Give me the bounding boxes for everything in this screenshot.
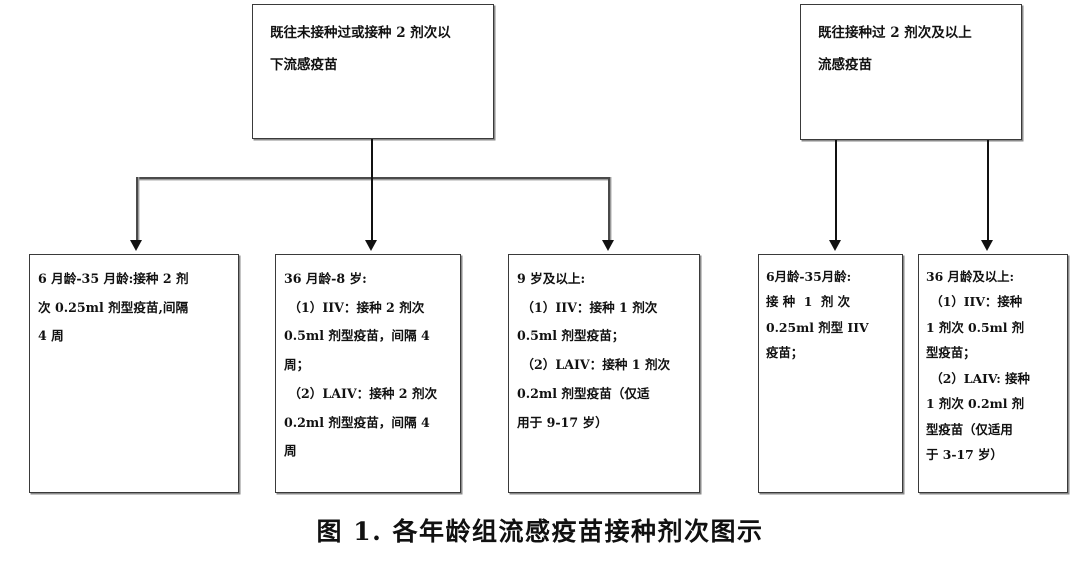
parent-box-left: 既往未接种过或接种 2 剂次以 下流感疫苗 <box>252 4 494 139</box>
leaf-box-6m-35m-left: 6 月龄-35 月龄:接种 2 剂 次 0.25ml 剂型疫苗,间隔 4 周 <box>29 254 239 493</box>
arrow-head-right-1 <box>829 240 841 251</box>
arrow-head-right-2 <box>981 240 993 251</box>
connector-right-drop-2 <box>987 140 989 242</box>
leaf-box-36m-and-above-text: 36 月龄及以上: （1）IIV：接种 1 剂次 0.5ml 剂 型疫苗； （2… <box>926 269 1030 462</box>
leaf-box-36m-8y-text: 36 月龄-8 岁: （1）IIV：接种 2 剂次 0.5ml 剂型疫苗，间隔 … <box>284 271 438 459</box>
arrow-head-left-2 <box>365 240 377 251</box>
arrow-head-left-3 <box>602 240 614 251</box>
leaf-box-9y-and-above: 9 岁及以上: （1）IIV：接种 1 剂次 0.5ml 剂型疫苗； （2）LA… <box>508 254 700 493</box>
arrow-head-left-1 <box>130 240 142 251</box>
leaf-box-9y-and-above-text: 9 岁及以上: （1）IIV：接种 1 剂次 0.5ml 剂型疫苗； （2）LA… <box>517 271 671 430</box>
parent-box-right: 既往接种过 2 剂次及以上 流感疫苗 <box>800 4 1022 140</box>
connector-right-drop-1 <box>835 140 837 242</box>
connector-left-distribution-bar <box>136 177 610 179</box>
leaf-box-6m-35m-left-text: 6 月龄-35 月龄:接种 2 剂 次 0.25ml 剂型疫苗,间隔 4 周 <box>38 271 189 344</box>
leaf-box-6m-35m-right-text: 6月龄-35月龄: 接 种 1 剂 次 0.25ml 剂型 IIV 疫苗； <box>766 269 869 361</box>
connector-left-drop-2 <box>371 177 373 242</box>
leaf-box-36m-and-above: 36 月龄及以上: （1）IIV：接种 1 剂次 0.5ml 剂 型疫苗； （2… <box>918 254 1068 493</box>
parent-box-right-text: 既往接种过 2 剂次及以上 流感疫苗 <box>818 25 972 73</box>
parent-box-left-text: 既往未接种过或接种 2 剂次以 下流感疫苗 <box>270 25 451 73</box>
connector-left-stem <box>371 139 373 178</box>
figure-caption: 图 1. 各年龄组流感疫苗接种剂次图示 <box>316 517 764 546</box>
connector-left-drop-1 <box>136 177 138 242</box>
connector-left-drop-3 <box>608 177 610 242</box>
leaf-box-6m-35m-right: 6月龄-35月龄: 接 种 1 剂 次 0.25ml 剂型 IIV 疫苗； <box>758 254 903 493</box>
leaf-box-36m-8y: 36 月龄-8 岁: （1）IIV：接种 2 剂次 0.5ml 剂型疫苗，间隔 … <box>275 254 461 493</box>
